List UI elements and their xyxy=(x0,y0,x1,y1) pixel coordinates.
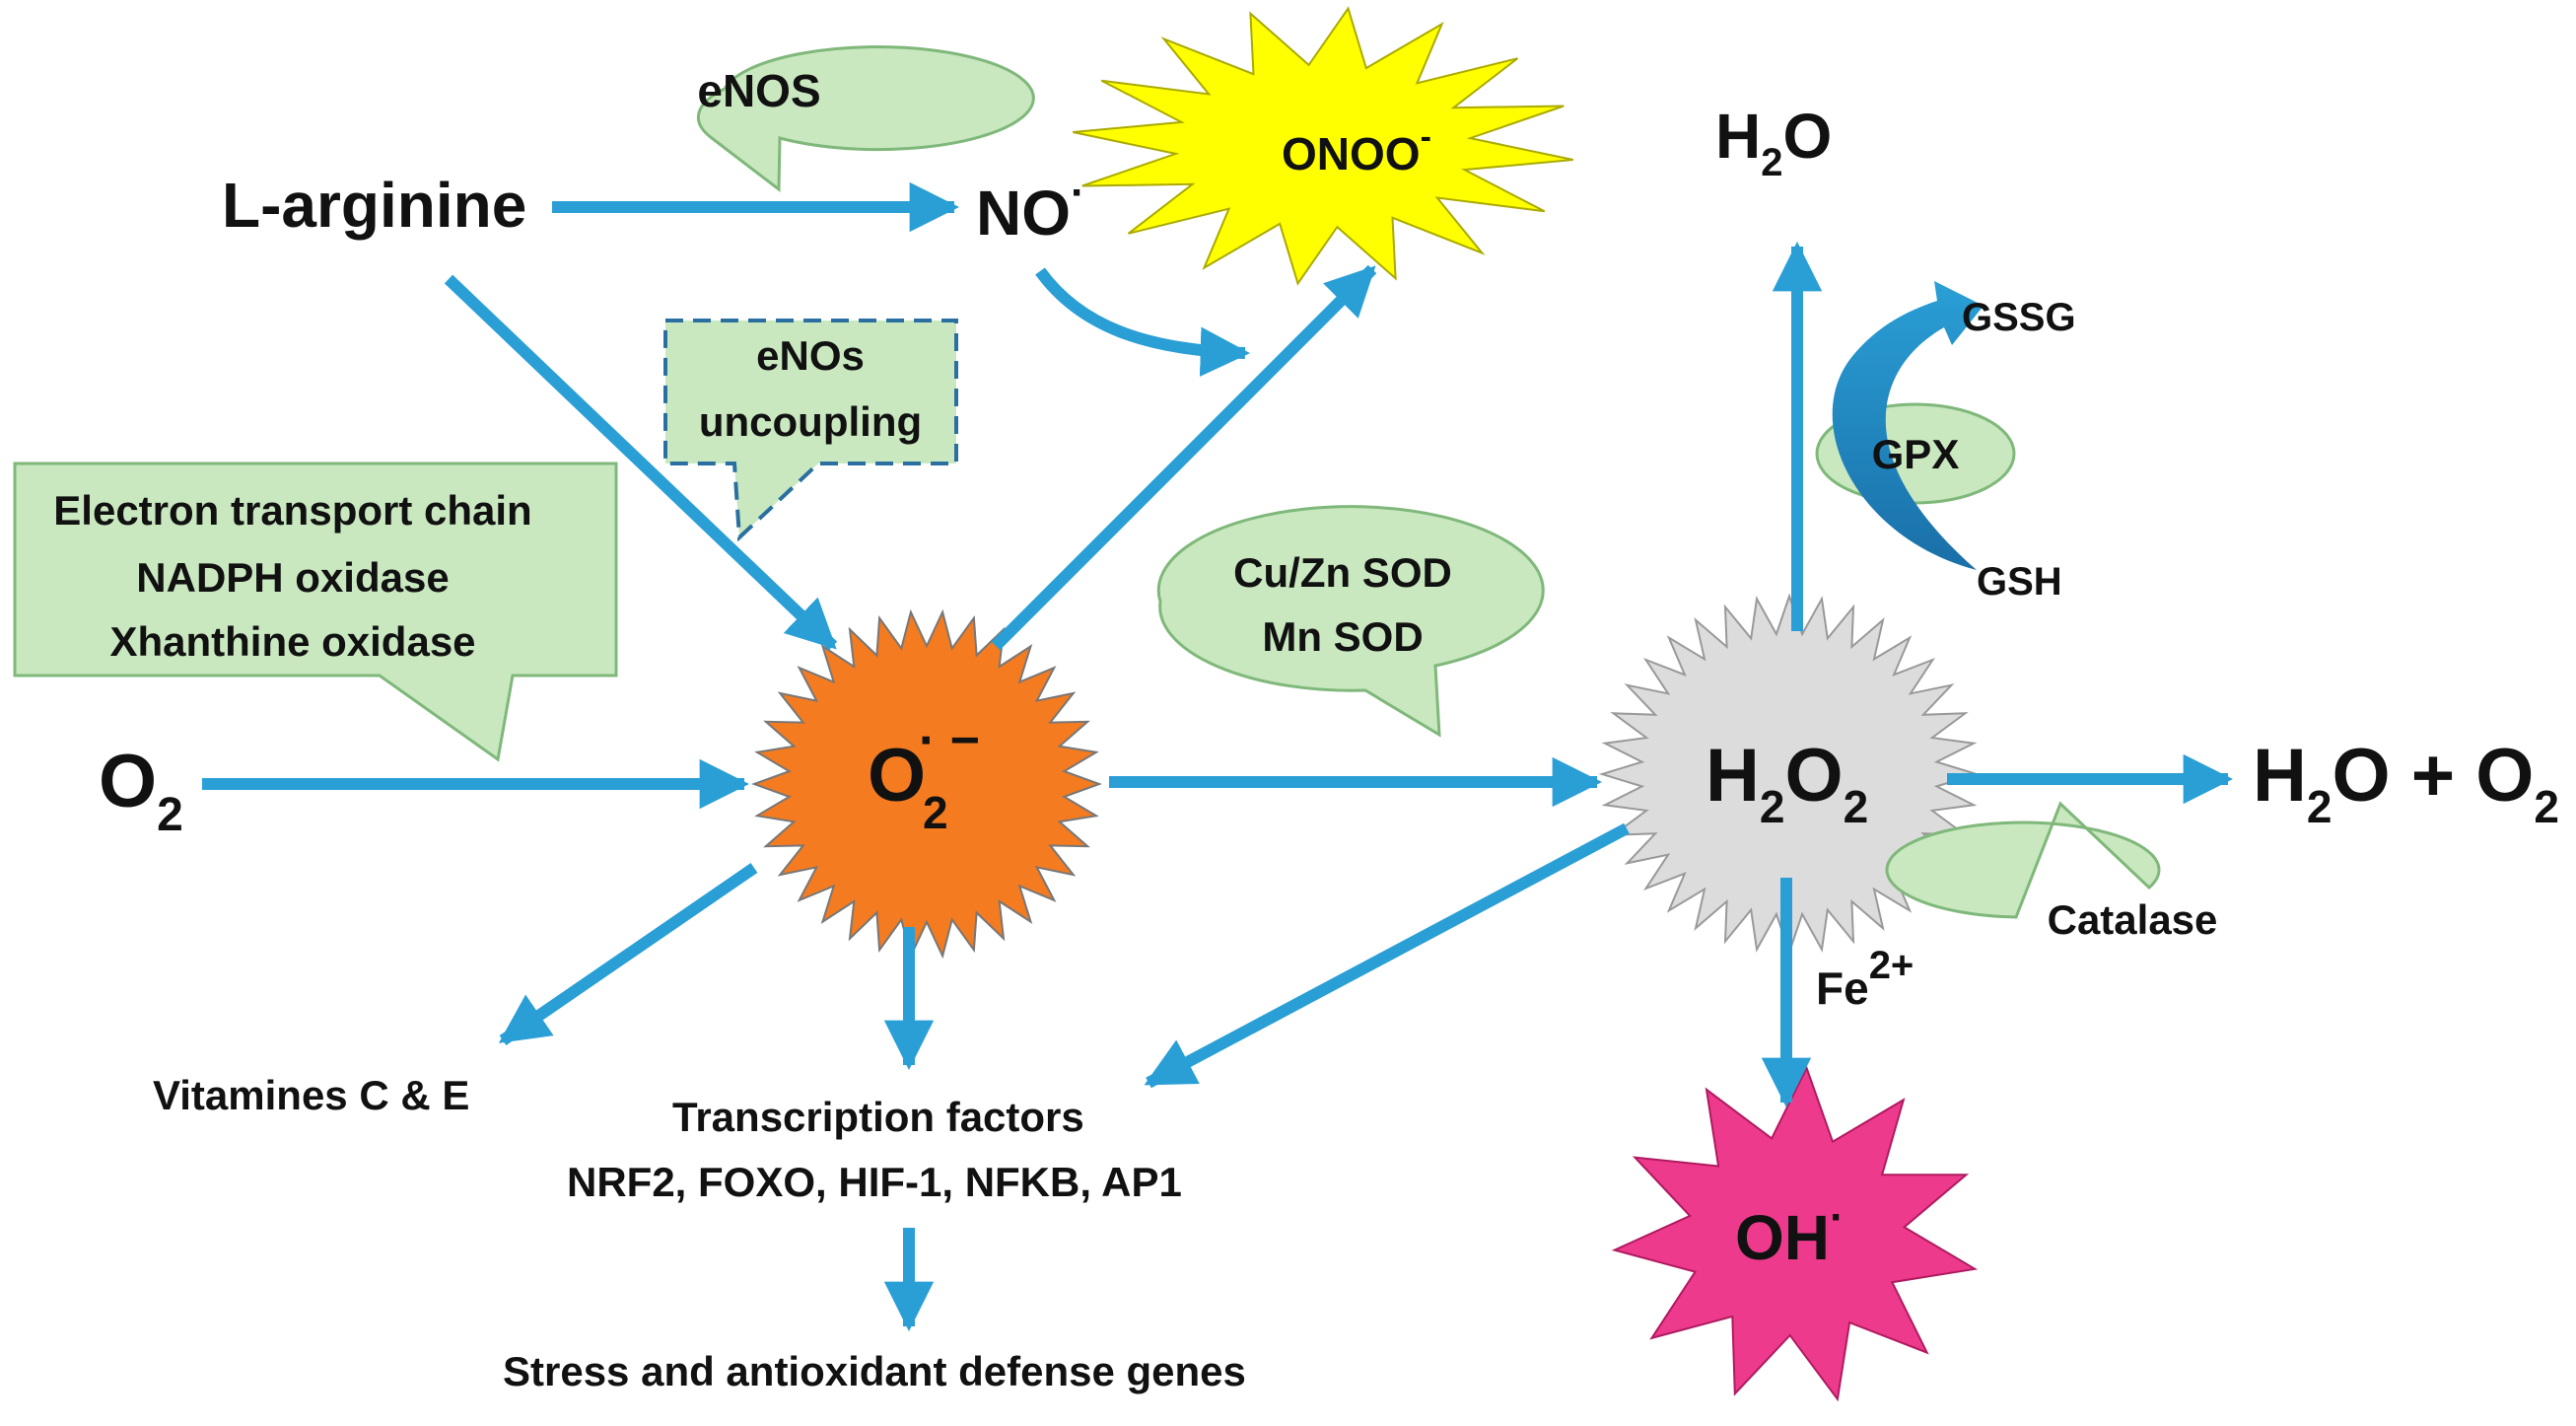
water-top-label: H2O xyxy=(1715,101,1832,184)
arrow-peroxide-to-tf xyxy=(1144,822,1630,1089)
water-oxygen-products-label: H2O + O2 xyxy=(2253,734,2559,832)
catalase-callout xyxy=(1885,801,2161,919)
sod-callout xyxy=(1156,505,1545,738)
transcription-factors-label: Transcription factors xyxy=(672,1094,1084,1140)
sources-callout-text-1: Electron transport chain xyxy=(53,487,531,534)
hydroxyl-radical-label: OH· xyxy=(1735,1193,1845,1273)
enos-callout-text: eNOS xyxy=(697,65,820,116)
arrow-arginine-to-superoxide xyxy=(444,274,838,651)
vitamines-label: Vitamines C & E xyxy=(153,1072,469,1118)
gssg-label: GSSG xyxy=(1962,296,2076,339)
enos-uncoupling-callout xyxy=(663,319,958,542)
sources-callout-text-3: Xhanthine oxidase xyxy=(109,618,475,665)
ros-sources-callout xyxy=(13,462,618,762)
enos-callout xyxy=(696,45,1035,192)
sod-callout-text-2: Mn SOD xyxy=(1262,613,1423,660)
oxygen-label: O2 xyxy=(99,740,183,841)
nitric-oxide-label: NO· xyxy=(976,169,1085,249)
uncoupling-callout-text-1: eNOs xyxy=(756,332,865,379)
sod-callout-text-1: Cu/Zn SOD xyxy=(1233,549,1452,596)
arrow-no-to-onoo-curve xyxy=(1035,267,1251,377)
peroxynitrite-burst xyxy=(1073,6,1573,286)
gpx-callout-text: GPX xyxy=(1872,431,1960,477)
hydrogen-peroxide-label: H2O2 xyxy=(1706,734,1868,832)
gpx-arc xyxy=(1832,281,1984,570)
superoxide-burst xyxy=(751,608,1102,960)
iron-cofactor-label: Fe2+ xyxy=(1816,944,1914,1014)
catalase-callout-text: Catalase xyxy=(2048,896,2218,943)
l-arginine-label: L-arginine xyxy=(222,170,526,241)
transcription-factors-list: NRF2, FOXO, HIF-1, NFKB, AP1 xyxy=(567,1159,1182,1205)
arrow-superoxide-to-onoo xyxy=(991,264,1377,651)
arrow-superoxide-to-vitamines xyxy=(498,863,758,1045)
hydroxyl-radical-burst xyxy=(1611,1065,1979,1402)
gsh-label: GSH xyxy=(1977,560,2062,604)
uncoupling-callout-text-2: uncoupling xyxy=(699,398,922,445)
peroxynitrite-label: ONOO- xyxy=(1282,118,1431,179)
defense-genes-label: Stress and antioxidant defense genes xyxy=(503,1348,1246,1394)
arrows xyxy=(202,181,2234,1332)
superoxide-label: O2· − xyxy=(868,712,980,838)
sources-callout-text-2: NADPH oxidase xyxy=(136,554,449,601)
